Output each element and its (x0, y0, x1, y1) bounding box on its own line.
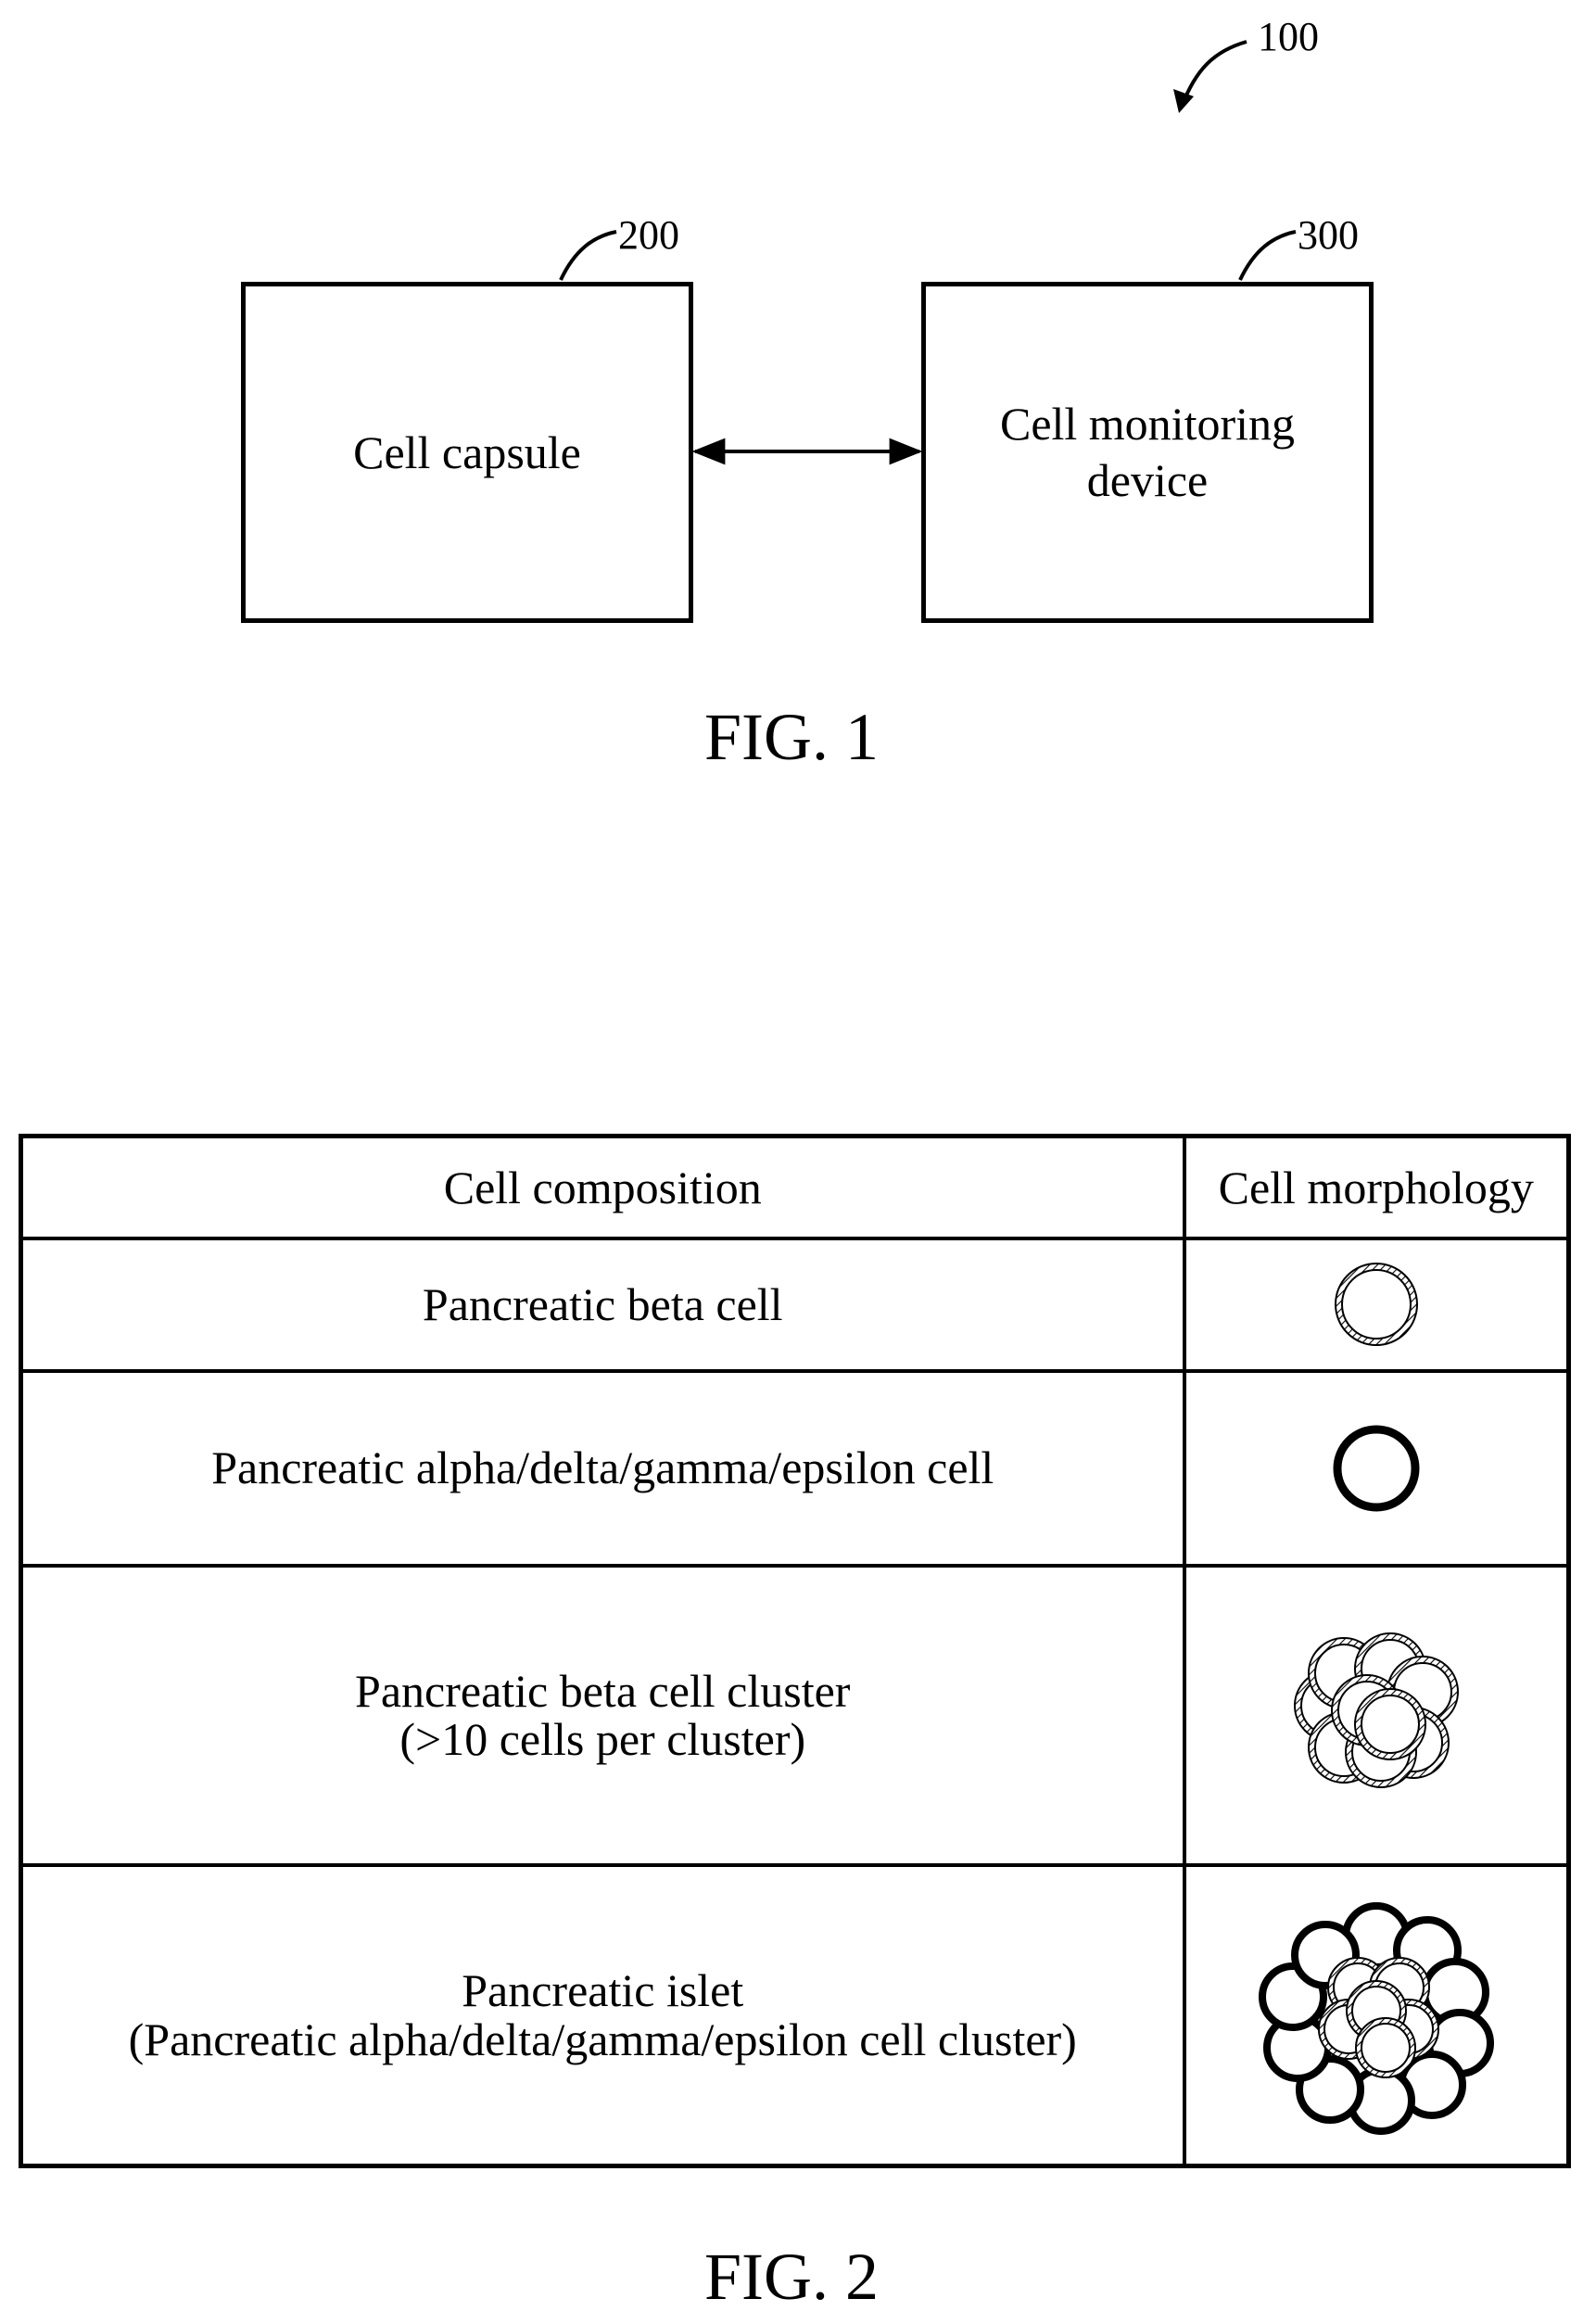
capsule-leader-line (561, 232, 616, 280)
monitor-ref-number: 300 (1298, 215, 1359, 256)
hatched-single-cell-icon (1325, 1253, 1427, 1355)
morphology-cell (1184, 1371, 1569, 1566)
header-cell-composition: Cell composition (21, 1137, 1184, 1238)
hatched-cell-cluster-icon (1274, 1622, 1478, 1808)
composition-cell: Pancreatic alpha/delta/gamma/epsilon cel… (21, 1371, 1184, 1566)
table-row: Pancreatic beta cell (21, 1238, 1569, 1371)
composition-cell: Pancreatic beta cell (21, 1238, 1184, 1371)
capsule-ref-number: 200 (618, 215, 679, 256)
table-header-row: Cell composition Cell morphology (21, 1137, 1569, 1238)
fig2-caption: FIG. 2 (606, 2243, 977, 2310)
cell-monitoring-device-box: Cell monitoring device (921, 282, 1374, 623)
system-leader-arrowhead (1173, 89, 1194, 113)
morphology-cell (1184, 1238, 1569, 1371)
composition-cell: Pancreatic islet (Pancreatic alpha/delta… (21, 1865, 1184, 2166)
fig1-caption: FIG. 1 (606, 704, 977, 770)
islet-cluster-icon (1256, 1895, 1497, 2136)
morphology-cell (1184, 1566, 1569, 1865)
bold-single-cell-icon (1325, 1417, 1427, 1519)
cell-monitoring-device-label: Cell monitoring device (1000, 396, 1295, 509)
table-row: Pancreatic alpha/delta/gamma/epsilon cel… (21, 1371, 1569, 1566)
table-row: Pancreatic beta cell cluster (>10 cells … (21, 1566, 1569, 1865)
cell-capsule-label: Cell capsule (353, 425, 581, 481)
composition-cell: Pancreatic beta cell cluster (>10 cells … (21, 1566, 1184, 1865)
system-ref-number: 100 (1258, 17, 1319, 57)
cell-composition-table: Cell composition Cell morphology Pancrea… (19, 1134, 1571, 2168)
morphology-cell (1184, 1865, 1569, 2166)
header-cell-morphology: Cell morphology (1184, 1137, 1569, 1238)
cell-capsule-box: Cell capsule (241, 282, 693, 623)
monitor-leader-line (1240, 232, 1296, 280)
table-row: Pancreatic islet (Pancreatic alpha/delta… (21, 1865, 1569, 2166)
